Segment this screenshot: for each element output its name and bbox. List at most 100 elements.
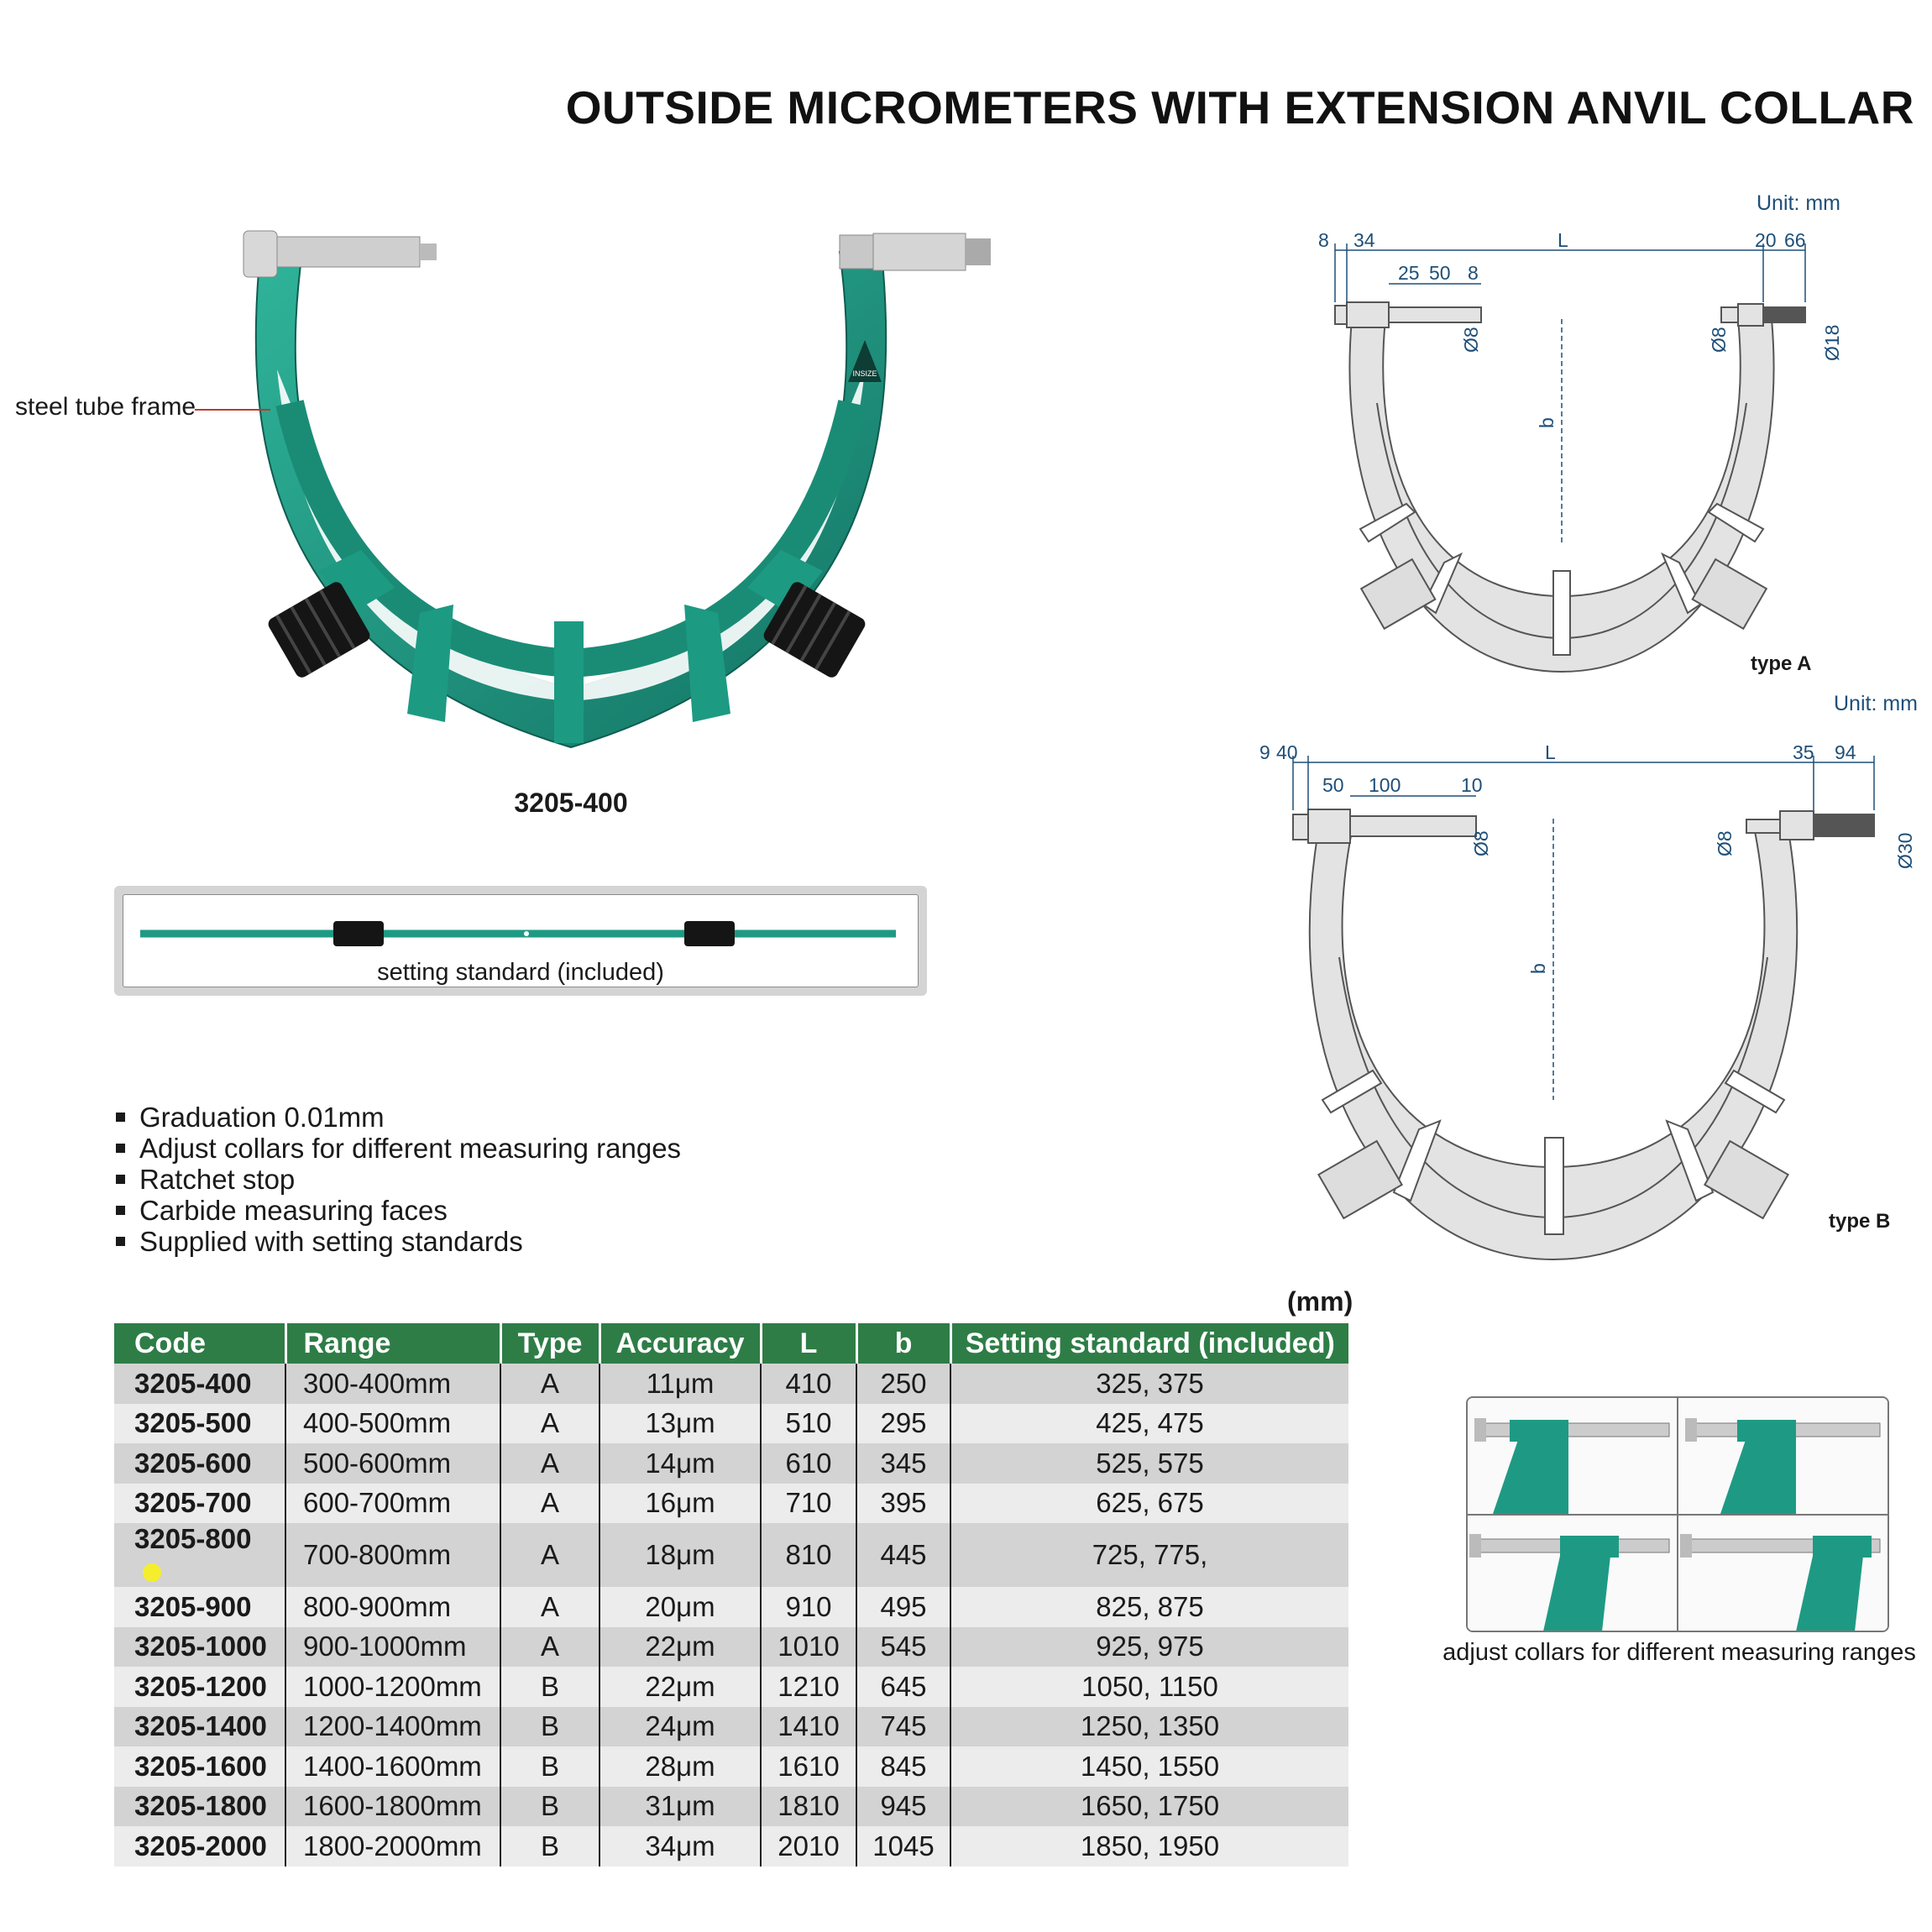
table-cell-text: 3205-500 [134, 1407, 252, 1439]
table-cell-text: 13μm [645, 1407, 715, 1439]
table-cell-text: 34μm [645, 1830, 715, 1861]
collars-caption: adjust collars for different measuring r… [1442, 1639, 1916, 1666]
table-cell-text: 1400-1600mm [303, 1750, 482, 1782]
table-cell: 800-900mm [285, 1587, 501, 1627]
table-cell-text: 325, 375 [1096, 1367, 1204, 1399]
table-cell: 3205-600 [114, 1443, 286, 1484]
brand-logo-icon: INSIZE [852, 369, 877, 378]
table-cell: A [500, 1364, 600, 1404]
table-cell: 1850, 1950 [950, 1826, 1348, 1867]
feature-item: Ratchet stop [114, 1164, 681, 1195]
table-cell-text: 2010 [778, 1830, 840, 1861]
table-cell-text: A [540, 1447, 559, 1479]
table-cell-text: 825, 875 [1096, 1590, 1204, 1622]
table-cell-text: 3205-700 [134, 1487, 252, 1519]
table-cell: 1210 [761, 1667, 857, 1707]
table-cell: 3205-500 [114, 1403, 286, 1443]
table-cell: 1250, 1350 [950, 1706, 1348, 1746]
collar-photos-grid [1466, 1396, 1889, 1632]
micrometer-photo: INSIZE [243, 230, 991, 749]
table-cell-text: 1210 [778, 1670, 840, 1702]
table-cell: 1045 [856, 1826, 951, 1867]
table-cell-text: 900-1000mm [303, 1631, 467, 1662]
table-cell-text: 20μm [645, 1590, 715, 1622]
table-cell-text: 1250, 1350 [1080, 1710, 1220, 1742]
collar-photo [1468, 1516, 1677, 1631]
collar-photo [1678, 1398, 1887, 1514]
table-cell: 18μm [599, 1523, 762, 1587]
table-cell-text: 3205-2000 [134, 1830, 267, 1861]
table-cell-text: 610 [785, 1447, 832, 1479]
table-cell-text: 925, 975 [1096, 1631, 1204, 1662]
table-cell: 13μm [599, 1403, 762, 1443]
table-cell-text: 1810 [778, 1790, 840, 1822]
table-cell: 425, 475 [950, 1403, 1348, 1443]
table-cell: 525, 575 [950, 1443, 1348, 1484]
table-cell-text: B [540, 1790, 559, 1822]
table-cell: 34μm [599, 1826, 762, 1867]
dim-label: L [1558, 229, 1568, 251]
table-cell: 3205-400 [114, 1364, 286, 1404]
table-cell-text: A [540, 1590, 559, 1622]
table-cell: 1400-1600mm [285, 1746, 501, 1787]
setting-standard-box: setting standard (included) [114, 886, 927, 996]
right-collar-icon [763, 582, 866, 678]
table-cell: 900-1000mm [285, 1626, 501, 1667]
dim-label: b [1536, 417, 1558, 428]
dim-label: 8 [1468, 262, 1479, 284]
table-cell-text: 910 [785, 1590, 832, 1622]
table-cell-text: 1650, 1750 [1080, 1790, 1220, 1822]
table-cell-text: 410 [785, 1367, 832, 1399]
table-cell: 610 [761, 1443, 857, 1484]
table-cell: A [500, 1443, 600, 1484]
column-header: Range [285, 1323, 502, 1364]
table-cell-text: 24μm [645, 1710, 715, 1742]
dim-label: Ø18 [1821, 325, 1843, 361]
table-cell: 810 [761, 1523, 857, 1587]
table-cell: 3205-700 [114, 1483, 286, 1523]
table-cell: 945 [856, 1786, 951, 1826]
table-cell-text: 500-600mm [303, 1447, 452, 1479]
table-cell-text: 625, 675 [1096, 1487, 1204, 1519]
table-cell: 250 [856, 1364, 951, 1404]
dim-label: 20 [1755, 229, 1777, 251]
table-cell: 3205-1000 [114, 1626, 286, 1667]
table-cell: 410 [761, 1364, 857, 1404]
table-cell: B [500, 1746, 600, 1787]
table-unit-label: (mm) [1287, 1286, 1353, 1317]
table-cell: B [500, 1706, 600, 1746]
table-cell: 295 [856, 1403, 951, 1443]
table-cell: 1810 [761, 1786, 857, 1826]
table-cell: B [500, 1667, 600, 1707]
table-cell: 22μm [599, 1667, 762, 1707]
table-cell-text: 3205-1800 [134, 1790, 267, 1822]
column-header: Setting standard (included) [950, 1323, 1348, 1364]
table-cell-text: B [540, 1670, 559, 1702]
model-caption: 3205-400 [514, 788, 628, 818]
table-cell: 625, 675 [950, 1483, 1348, 1523]
table-cell: 1800-2000mm [285, 1826, 501, 1867]
collar-photo [1678, 1516, 1887, 1631]
table-cell-text: 945 [880, 1790, 927, 1822]
table-cell: 11μm [599, 1364, 762, 1404]
table-cell: 500-600mm [285, 1443, 501, 1484]
setting-standard-rod-icon [140, 921, 896, 946]
table-cell-text: B [540, 1750, 559, 1782]
table-cell: 20μm [599, 1587, 762, 1627]
table-cell-text: 1000-1200mm [303, 1670, 482, 1702]
table-cell: A [500, 1587, 600, 1627]
table-cell-text: 1450, 1550 [1080, 1750, 1220, 1782]
steel-label-leader [195, 409, 270, 411]
dim-label: 35 [1793, 741, 1814, 763]
table-cell-text: 1610 [778, 1750, 840, 1782]
table-cell: A [500, 1483, 600, 1523]
dim-label: b [1527, 963, 1549, 974]
column-header: L [761, 1323, 858, 1364]
table-cell: 1050, 1150 [950, 1667, 1348, 1707]
